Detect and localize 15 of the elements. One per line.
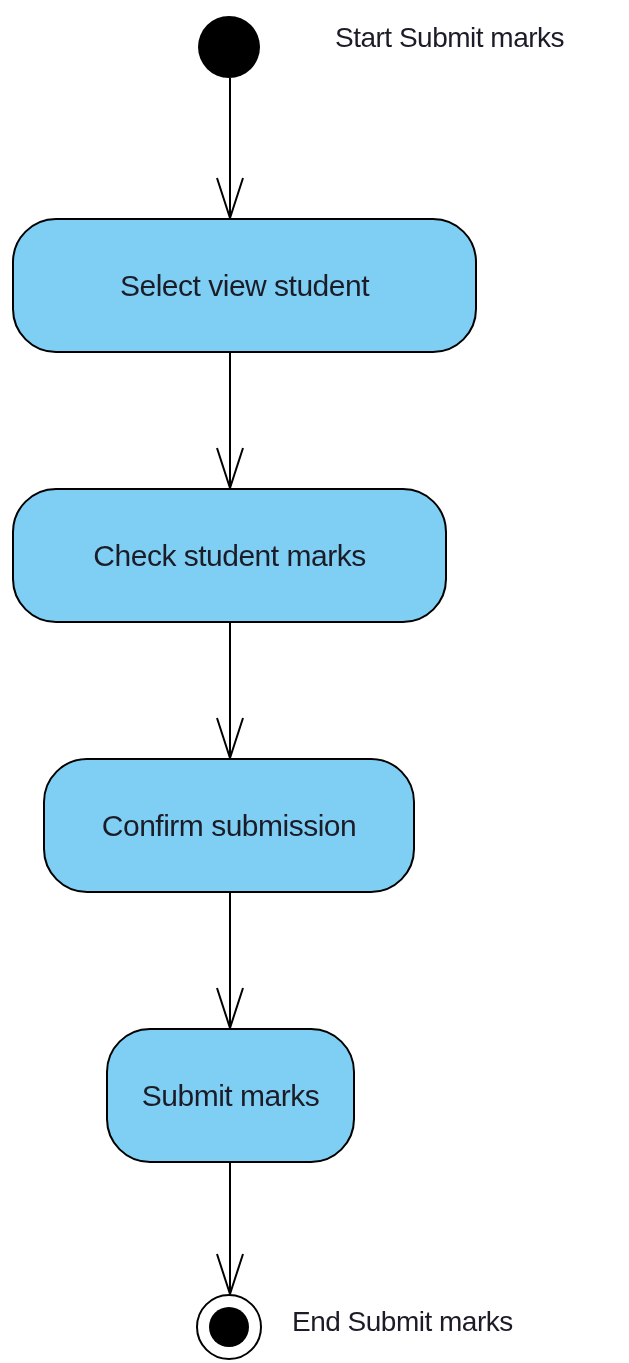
arrow xyxy=(216,1162,244,1295)
action-label: Confirm submission xyxy=(101,807,357,844)
action-label: Submit marks xyxy=(141,1077,320,1114)
arrow xyxy=(216,622,244,759)
arrow xyxy=(216,77,244,219)
action-box xyxy=(43,758,415,893)
action-box xyxy=(12,488,447,623)
action-box xyxy=(106,1028,355,1163)
arrow xyxy=(216,892,244,1029)
arrow xyxy=(216,352,244,489)
action-box xyxy=(12,218,477,353)
action-label: Select view student xyxy=(120,267,369,304)
node-caption: Start Submit marks xyxy=(335,24,565,52)
node-caption: End Submit marks xyxy=(292,1308,513,1336)
action-label: Check student marks xyxy=(93,537,366,574)
